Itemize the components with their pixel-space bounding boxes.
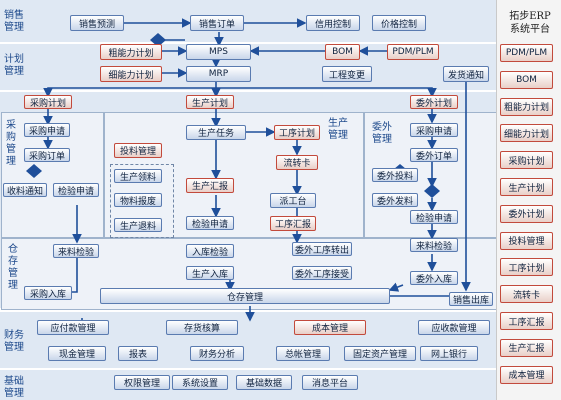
right-menu-item[interactable]: 委外计划: [500, 204, 553, 223]
bom-box[interactable]: BOM: [325, 44, 360, 60]
os-incoming-box[interactable]: 来料检验: [410, 238, 458, 252]
dispatch-box[interactable]: 派工台: [270, 193, 316, 208]
mps-box[interactable]: MPS: [186, 44, 251, 60]
prod-pick-box[interactable]: 生产领料: [114, 169, 162, 183]
invest-mgmt-box[interactable]: 投料管理: [114, 143, 162, 158]
brand-title: 拓步ERP 系统平台: [500, 10, 560, 36]
os-send-box[interactable]: 委外发料: [372, 193, 418, 207]
purchase-order-box[interactable]: 采购订单: [24, 148, 70, 162]
sales-forecast-box[interactable]: 销售预测: [70, 15, 124, 31]
right-menu-item[interactable]: BOM: [500, 70, 553, 89]
incoming-inspect-box[interactable]: 来料检验: [53, 244, 99, 258]
credit-control-box[interactable]: 信用控制: [306, 15, 360, 31]
section-plan: 计划管理: [4, 54, 24, 77]
right-menu-item[interactable]: 粗能力计划: [500, 97, 553, 116]
right-menu-item[interactable]: 采购计划: [500, 151, 553, 170]
material-report-box[interactable]: 物料报废: [114, 193, 162, 207]
warehouse-mgmt-box[interactable]: 仓存管理: [100, 288, 390, 304]
prod-in-box[interactable]: 生产入库: [186, 266, 234, 280]
in-inspect-box[interactable]: 入库检验: [186, 244, 234, 258]
brand-line-2: 系统平台: [510, 24, 550, 35]
production-plan-box[interactable]: 生产计划: [186, 95, 234, 109]
price-control-box[interactable]: 价格控制: [372, 15, 426, 31]
msg-platform-box[interactable]: 消息平台: [302, 375, 358, 390]
process-back-box[interactable]: 委外工序接受: [292, 266, 352, 280]
fin-analysis-box[interactable]: 财务分析: [190, 346, 244, 361]
process-plan-box[interactable]: 工序计划: [274, 125, 320, 140]
sys-settings-box[interactable]: 系统设置: [172, 375, 228, 390]
right-menu-item[interactable]: 生产计划: [500, 178, 553, 196]
ap-box[interactable]: 应付款管理: [37, 320, 109, 335]
section-finance: 财务管理: [4, 330, 24, 353]
os-request-box[interactable]: 采购申请: [410, 123, 458, 137]
prod-report-box[interactable]: 生产汇报: [186, 178, 234, 193]
right-menu-item[interactable]: 细能力计划: [500, 124, 553, 143]
right-menu-item[interactable]: 生产汇报: [500, 338, 553, 357]
right-menu-item[interactable]: PDM/PLM: [500, 44, 553, 62]
inspect-request-box[interactable]: 检验申请: [53, 183, 99, 197]
sales-out-box[interactable]: 销售出库: [449, 292, 493, 306]
flow-card-box[interactable]: 流转卡: [276, 155, 318, 170]
os-inspect-box[interactable]: 检验申请: [410, 210, 458, 224]
process-report-box[interactable]: 工序汇报: [270, 216, 316, 231]
prod-inspect-box[interactable]: 检验申请: [186, 216, 234, 230]
report-box[interactable]: 报表: [118, 346, 158, 361]
process-out-box[interactable]: 委外工序转出: [292, 242, 352, 256]
prod-task-box[interactable]: 生产任务: [186, 125, 246, 140]
online-bank-box[interactable]: 网上银行: [420, 346, 478, 361]
os-in-box[interactable]: 委外入库: [410, 271, 458, 285]
brand-line-1: 拓步ERP: [509, 11, 551, 22]
os-invest-box[interactable]: 委外投料: [372, 168, 418, 182]
section-purchase: 采购管理: [6, 120, 16, 167]
right-menu-item[interactable]: 流转卡: [500, 285, 553, 304]
receive-notice-box[interactable]: 收料通知: [3, 183, 47, 197]
fixed-assets-box[interactable]: 固定资产管理: [344, 346, 416, 361]
section-warehouse: 仓存管理: [8, 244, 18, 291]
mrp-box[interactable]: MRP: [186, 66, 251, 82]
prod-return-box[interactable]: 生产退料: [114, 218, 162, 232]
permission-box[interactable]: 权限管理: [114, 375, 170, 390]
right-menu-item[interactable]: 工序汇报: [500, 312, 553, 330]
fine-plan-box[interactable]: 细能力计划: [100, 66, 162, 82]
right-menu-item[interactable]: 工序计划: [500, 258, 553, 277]
purchase-plan-box[interactable]: 采购计划: [24, 95, 72, 109]
right-menu-item[interactable]: 投料管理: [500, 231, 553, 250]
ship-notice-box[interactable]: 发货通知: [443, 66, 489, 82]
basic-data-box[interactable]: 基础数据: [236, 375, 292, 390]
outsource-plan-box[interactable]: 委外计划: [410, 95, 458, 109]
eng-change-box[interactable]: 工程变更: [322, 66, 372, 82]
ar-box[interactable]: 应收款管理: [418, 320, 490, 335]
inventory-cost-box[interactable]: 存货核算: [166, 320, 238, 335]
section-outsource: 委外管理: [372, 122, 392, 145]
ledger-box[interactable]: 总帐管理: [276, 346, 330, 361]
rough-plan-box[interactable]: 粗能力计划: [100, 44, 162, 60]
section-sales: 销售管理: [4, 10, 24, 33]
pdm-plm-box[interactable]: PDM/PLM: [387, 44, 439, 60]
purchase-request-box[interactable]: 采购申请: [24, 123, 70, 137]
sales-order-box[interactable]: 销售订单: [190, 15, 244, 31]
section-basic: 基础管理: [4, 376, 24, 399]
right-menu-item[interactable]: 成本管理: [500, 365, 553, 384]
os-order-box[interactable]: 委外订单: [410, 148, 458, 162]
prod-material-group: [110, 164, 174, 238]
cash-box[interactable]: 现金管理: [48, 346, 106, 361]
right-menu-column: [496, 0, 561, 400]
cost-mgmt-box[interactable]: 成本管理: [294, 320, 366, 335]
purchase-in-box[interactable]: 采购入库: [24, 286, 72, 300]
section-production: 生产管理: [328, 118, 348, 141]
